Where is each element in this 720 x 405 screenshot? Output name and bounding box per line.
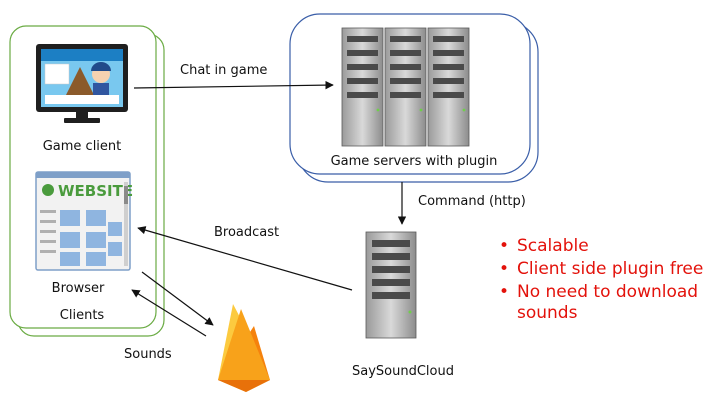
firebase-icon: [218, 304, 270, 392]
bullet-plugin-free: Client side plugin free: [517, 259, 703, 279]
sounds-arrow-to-browser: [131, 289, 207, 337]
game-client-label: Game client: [43, 139, 122, 154]
saysoundcloud-label: SaySoundCloud: [352, 364, 454, 379]
server-tower-icon: [365, 231, 417, 339]
bullet-sounds-continued: sounds: [517, 303, 578, 323]
bullet-dot-1: •: [499, 236, 509, 256]
broadcast-label: Broadcast: [214, 225, 279, 240]
bullet-dot-2: •: [499, 259, 509, 279]
monitor-icon: [36, 44, 128, 123]
command-label: Command (http): [418, 194, 526, 209]
chat-arrow: [133, 80, 334, 90]
feature-bullets: • Scalable • Client side plugin free • N…: [499, 236, 703, 323]
bullet-no-download: No need to download: [517, 282, 698, 302]
website-logo-text: WEBSITE: [58, 182, 133, 200]
bullet-scalable: Scalable: [517, 236, 589, 256]
website-icon: WEBSITE: [35, 171, 133, 271]
broadcast-arrow: [137, 226, 353, 291]
sounds-label: Sounds: [124, 347, 172, 362]
browser-label: Browser: [52, 281, 105, 296]
server-rack-icon: [341, 27, 470, 147]
game-servers-label: Game servers with plugin: [331, 154, 498, 169]
clients-label: Clients: [60, 308, 105, 323]
chat-label: Chat in game: [180, 63, 267, 78]
bullet-dot-3: •: [499, 282, 509, 302]
sounds-arrow-to-firebase: [141, 271, 214, 326]
